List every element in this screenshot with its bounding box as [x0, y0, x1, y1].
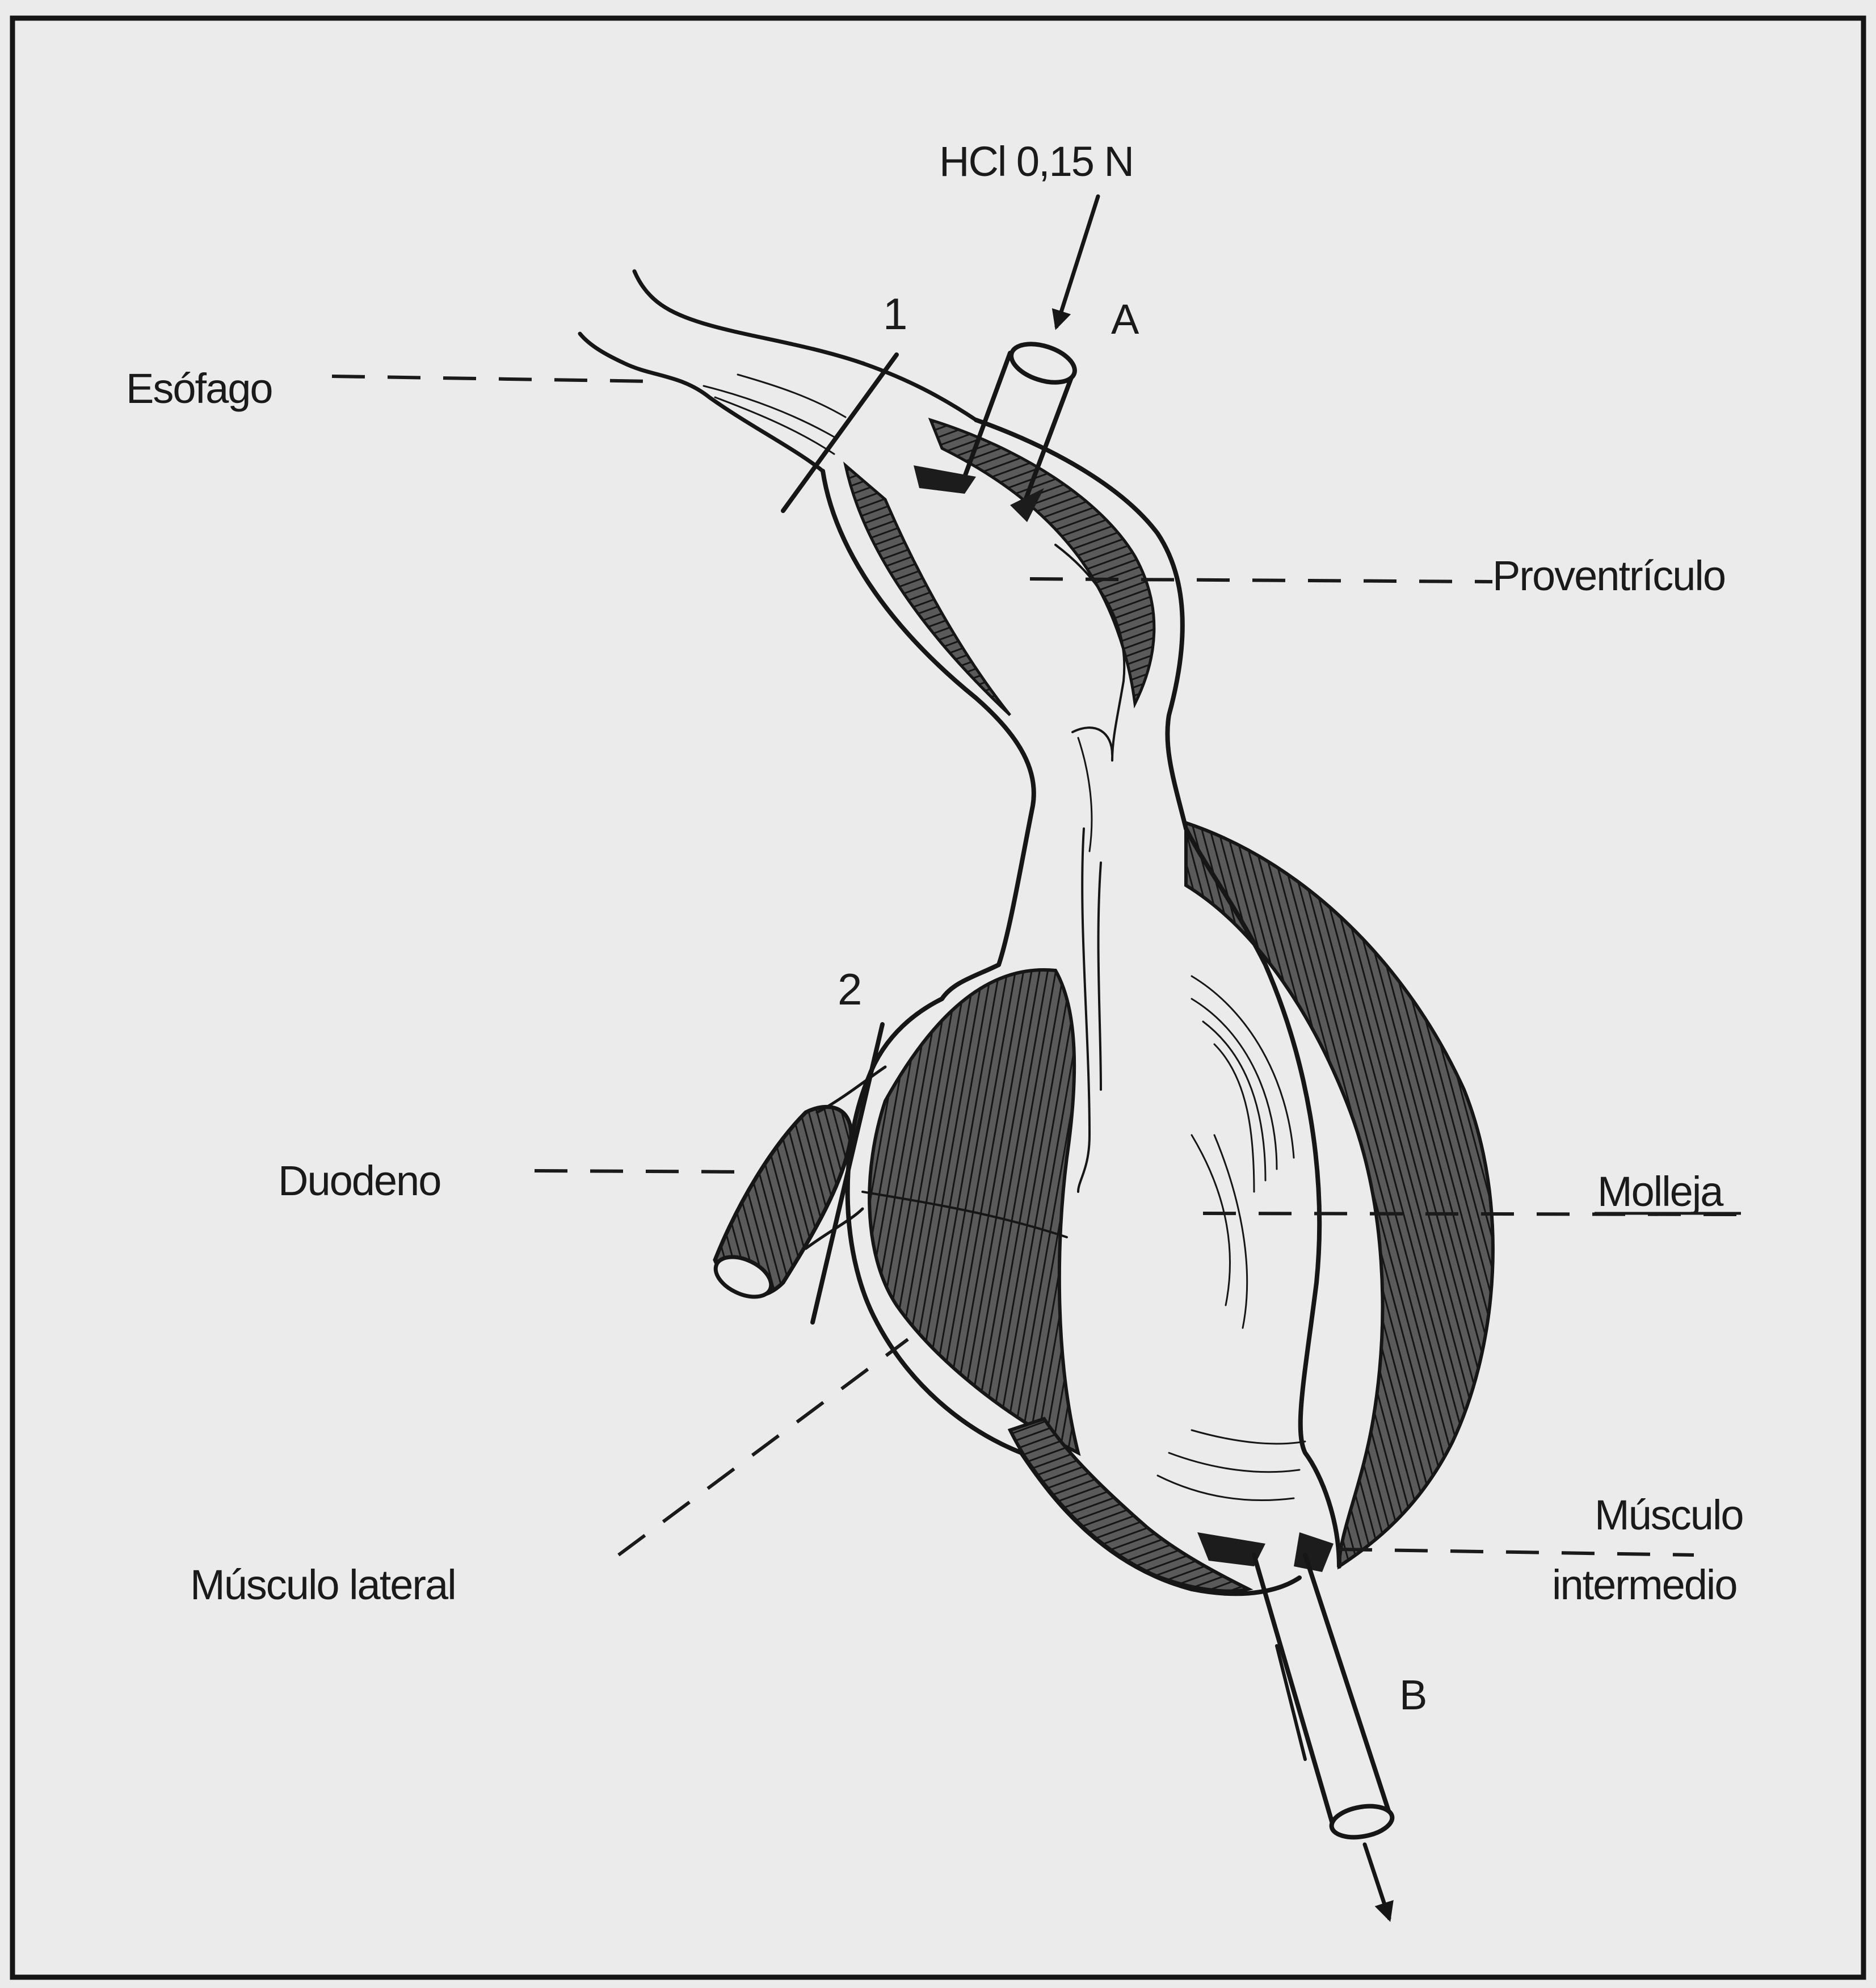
- esophagus-drawing: [580, 271, 976, 471]
- acid-label: HCl 0,15 N: [939, 138, 1133, 185]
- outlet-arrow: [1365, 1844, 1389, 1918]
- proventriculus-label: Proventrículo: [1492, 552, 1725, 599]
- cut-line-1: [783, 355, 897, 511]
- esophagus-label: Esófago: [126, 365, 272, 412]
- gizzard-label: Molleja: [1597, 1168, 1724, 1215]
- duodenum-label: Duodeno: [278, 1157, 440, 1204]
- outlet-label: B: [1399, 1671, 1426, 1718]
- lateral-muscle-label: Músculo lateral: [190, 1561, 456, 1608]
- leader-duodenum: [535, 1171, 755, 1172]
- intermediate-muscle-label-line2: intermedio: [1552, 1561, 1737, 1608]
- proventriculus-drawing: [823, 420, 1186, 965]
- inlet-arrow: [1057, 196, 1098, 326]
- leader-intermediate-muscle: [1339, 1549, 1694, 1555]
- leader-esophagus: [332, 376, 653, 381]
- leader-lateral-muscle: [619, 1339, 908, 1555]
- cut-1-label: 1: [883, 289, 907, 339]
- inlet-label: A: [1111, 296, 1139, 343]
- cut-2-label: 2: [838, 964, 862, 1014]
- intermediate-muscle-label-line1: Músculo: [1595, 1491, 1743, 1539]
- gizzard-drawing: [848, 823, 1493, 1594]
- figure-frame: [12, 18, 1864, 1977]
